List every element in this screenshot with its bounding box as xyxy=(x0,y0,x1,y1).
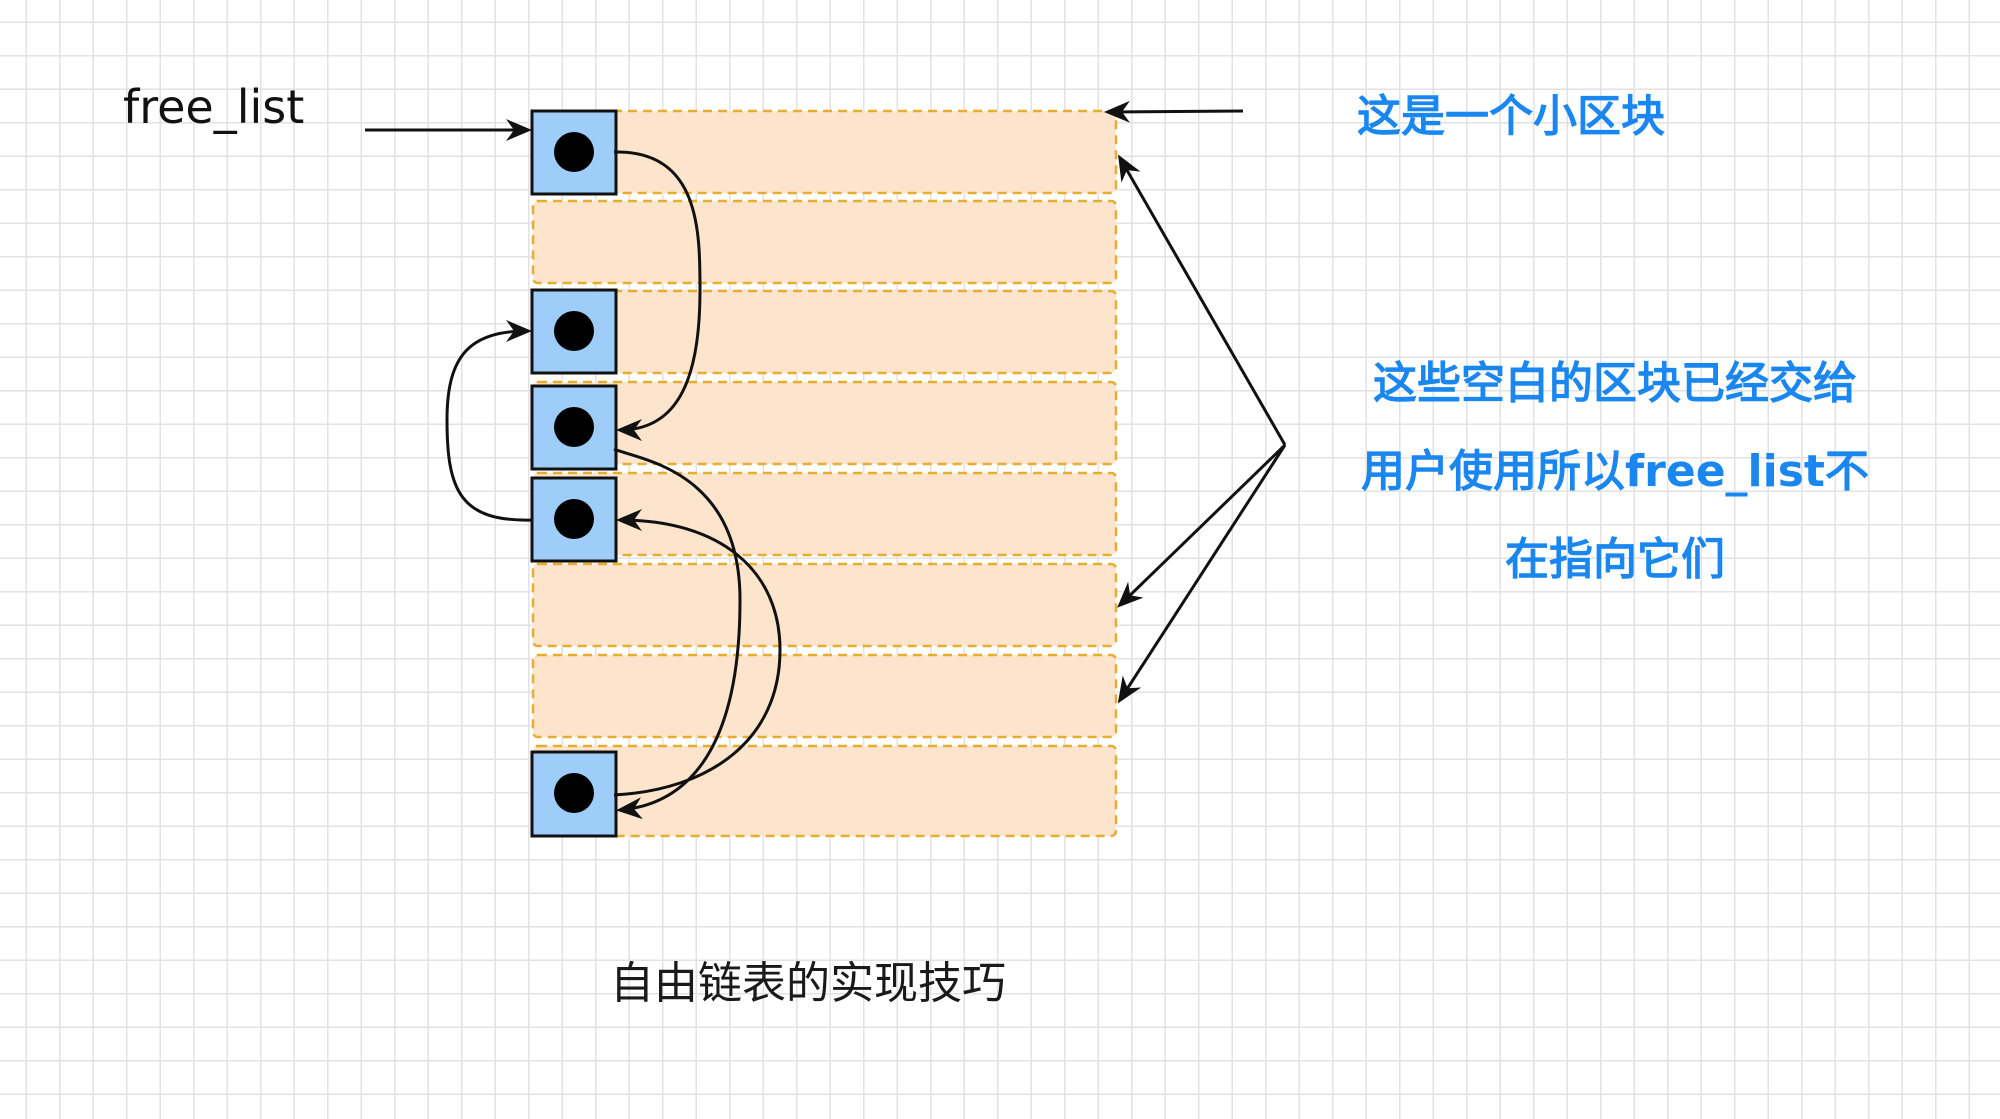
memory-block xyxy=(531,744,1118,838)
free-list-label: free_list xyxy=(123,80,304,134)
small-block-arrow xyxy=(1104,100,1244,123)
memory-block xyxy=(531,289,1118,375)
pointer-node xyxy=(530,750,618,838)
pointer-nodes xyxy=(530,109,618,838)
allocated-arrow xyxy=(1117,444,1287,704)
pointer-node xyxy=(530,384,618,471)
memory-block xyxy=(531,653,1118,739)
allocated-note-line: 这些空白的区块已经交给 xyxy=(1373,358,1857,409)
memory-block xyxy=(531,199,1118,285)
memory-block xyxy=(531,562,1118,648)
link-arrow xyxy=(613,447,742,820)
pointer-node xyxy=(530,109,618,196)
allocated-arrow xyxy=(1118,154,1287,446)
allocated-arrow xyxy=(1117,443,1287,608)
link-arrow xyxy=(613,150,702,441)
diagram-caption: 自由链表的实现技巧 xyxy=(610,958,1006,1009)
memory-blocks xyxy=(531,109,1118,838)
small-block-note: 这是一个小区块 xyxy=(1357,91,1665,142)
allocated-note-line: 在指向它们 xyxy=(1505,534,1725,585)
memory-block xyxy=(531,471,1118,557)
pointer-node xyxy=(530,476,618,563)
link-arrow xyxy=(613,509,782,797)
allocated-note-line: 用户使用所以free_list不 xyxy=(1361,446,1869,497)
pointer-node xyxy=(530,288,618,375)
link-arrow xyxy=(445,320,533,522)
link-arrows xyxy=(445,150,782,820)
allocated-note: 这些空白的区块已经交给 用户使用所以free_list不 在指向它们 xyxy=(1361,358,1869,585)
annotation-arrows xyxy=(1104,100,1287,704)
